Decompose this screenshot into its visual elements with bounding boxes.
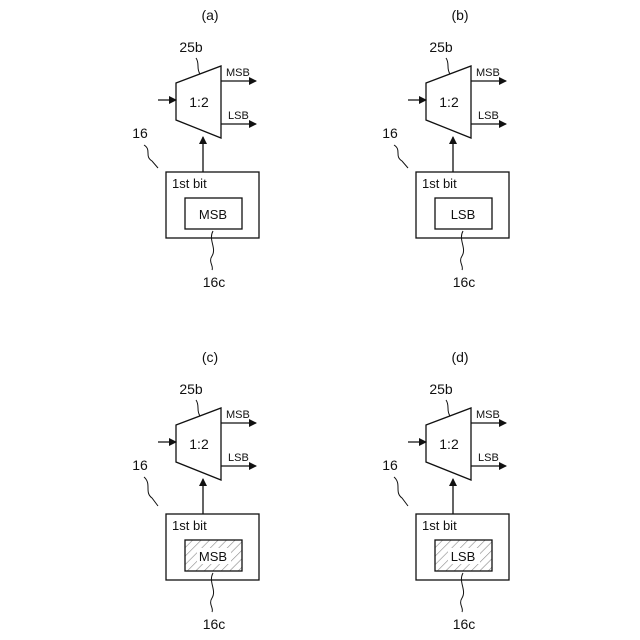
cell-reference: 16c bbox=[203, 616, 226, 632]
mux-reference: 25b bbox=[179, 381, 203, 397]
mux-reference: 25b bbox=[179, 39, 203, 55]
bit-cell-value: LSB bbox=[451, 207, 476, 222]
lsb-output-label: LSB bbox=[478, 452, 499, 464]
cell-reference: 16c bbox=[203, 274, 226, 290]
mux-leader-line bbox=[196, 58, 200, 74]
memory-title: 1st bit bbox=[422, 518, 457, 533]
memory-title: 1st bit bbox=[172, 176, 207, 191]
memory-leader-line bbox=[144, 477, 158, 506]
lsb-output-label: LSB bbox=[228, 452, 249, 464]
mux-leader-line bbox=[196, 400, 200, 416]
memory-leader-line bbox=[144, 145, 158, 168]
mux-leader-line bbox=[446, 400, 450, 416]
memory-leader-line bbox=[394, 477, 408, 506]
mux-ratio: 1:2 bbox=[189, 94, 209, 110]
cell-leader-line bbox=[211, 573, 214, 612]
panel-label: (b) bbox=[451, 7, 468, 23]
memory-title: 1st bit bbox=[172, 518, 207, 533]
mux-reference: 25b bbox=[429, 381, 453, 397]
mux-ratio: 1:2 bbox=[439, 94, 459, 110]
memory-reference: 16 bbox=[382, 457, 398, 473]
cell-reference: 16c bbox=[453, 616, 476, 632]
cell-leader-line bbox=[211, 231, 214, 270]
memory-leader-line bbox=[394, 145, 408, 168]
panel-c: (c) 25b 1:2 MSB LSB 16 1st bit MSB 16c bbox=[132, 349, 259, 632]
bit-cell-value: MSB bbox=[199, 549, 227, 564]
bit-cell-value: MSB bbox=[199, 207, 227, 222]
msb-output-label: MSB bbox=[476, 67, 500, 79]
mux-reference: 25b bbox=[429, 39, 453, 55]
panel-b: (b) 25b 1:2 MSB LSB 16 1st bit LSB 16c bbox=[382, 7, 509, 290]
mux-ratio: 1:2 bbox=[439, 436, 459, 452]
cell-leader-line bbox=[461, 573, 464, 612]
lsb-output-label: LSB bbox=[228, 110, 249, 122]
bit-cell-value: LSB bbox=[451, 549, 476, 564]
memory-title: 1st bit bbox=[422, 176, 457, 191]
panel-label: (c) bbox=[202, 349, 218, 365]
lsb-output-label: LSB bbox=[478, 110, 499, 122]
msb-output-label: MSB bbox=[476, 409, 500, 421]
mux-ratio: 1:2 bbox=[189, 436, 209, 452]
panel-a: (a) 25b 1:2 MSB LSB 16 1st bit MSB 16c bbox=[132, 7, 259, 290]
cell-reference: 16c bbox=[453, 274, 476, 290]
memory-reference: 16 bbox=[382, 125, 398, 141]
panel-label: (d) bbox=[451, 349, 468, 365]
msb-output-label: MSB bbox=[226, 67, 250, 79]
cell-leader-line bbox=[461, 231, 464, 270]
panel-d: (d) 25b 1:2 MSB LSB 16 1st bit LSB 16c bbox=[382, 349, 509, 632]
memory-reference: 16 bbox=[132, 125, 148, 141]
mux-leader-line bbox=[446, 58, 450, 74]
memory-reference: 16 bbox=[132, 457, 148, 473]
panel-label: (a) bbox=[201, 7, 218, 23]
msb-output-label: MSB bbox=[226, 409, 250, 421]
